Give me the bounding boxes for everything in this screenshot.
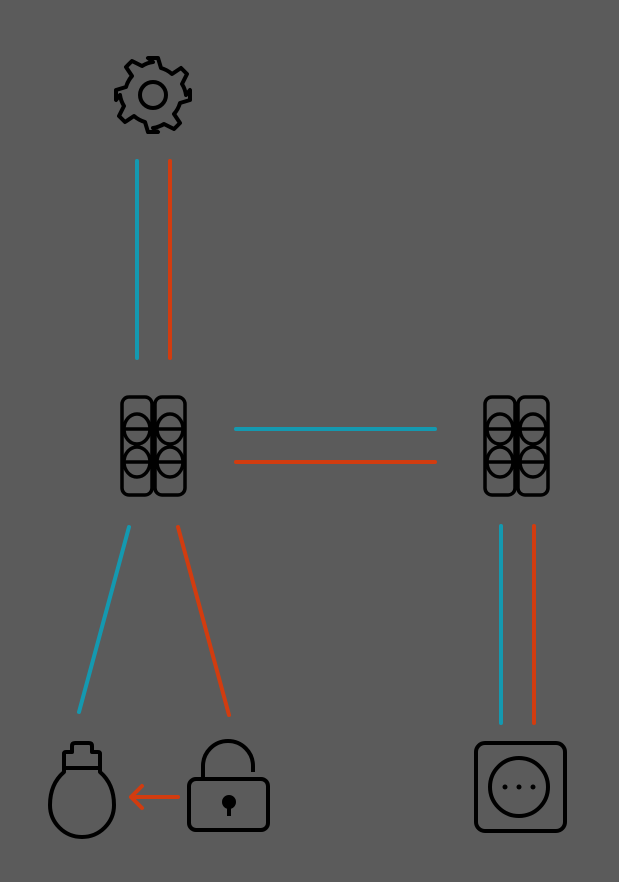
wire-switch-lamp-arrow [129,784,180,810]
wire-junction-switch-live [176,525,231,717]
gear-icon [114,56,192,134]
terminal-block-icon-right [483,395,550,497]
unlocked-padlock-icon [187,739,270,832]
light-bulb-icon [48,741,116,839]
wire-junction-lamp-neutral [77,525,131,714]
power-outlet-icon [474,741,567,833]
terminal-block-icon-left [120,395,187,497]
wires [77,159,536,810]
